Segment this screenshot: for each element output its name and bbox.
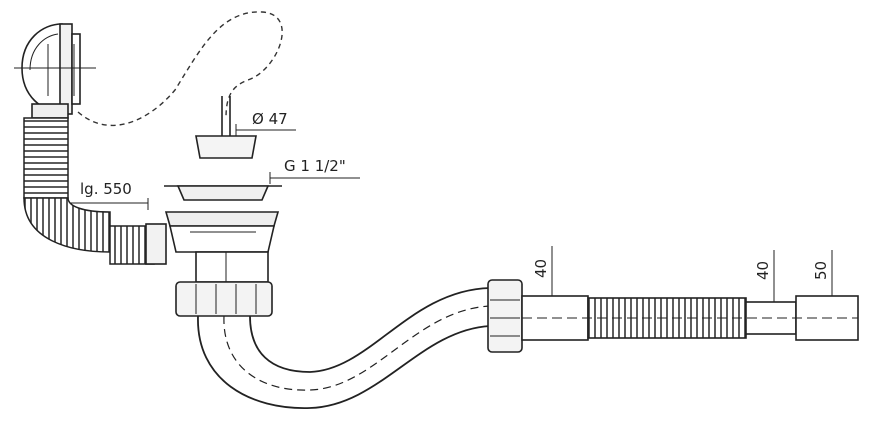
plug-chain [77, 11, 283, 127]
pipe-diameter-outlet-label: 50 [812, 261, 830, 280]
diameter-dimensions [551, 246, 833, 302]
outlet-pipe [521, 295, 859, 341]
overflow-length-label: lg. 550 [80, 180, 132, 198]
thread-dimension [269, 172, 360, 184]
plug-diameter-label: Ø 47 [252, 110, 288, 128]
drain-body [145, 211, 280, 283]
plug-dimension [235, 124, 296, 136]
pipe-diameter-mid-label: 40 [754, 261, 772, 280]
thread-size-label: G 1 1/2" [284, 157, 346, 175]
outlet-nut [487, 279, 523, 353]
overflow-head [14, 23, 96, 119]
pipe-diameter-inlet-label: 40 [532, 259, 550, 278]
drain-flange [164, 185, 282, 201]
length-dimension [70, 198, 149, 210]
drain-plug [195, 96, 257, 159]
s-trap-pipe [197, 287, 491, 409]
trap-nut [175, 281, 273, 317]
